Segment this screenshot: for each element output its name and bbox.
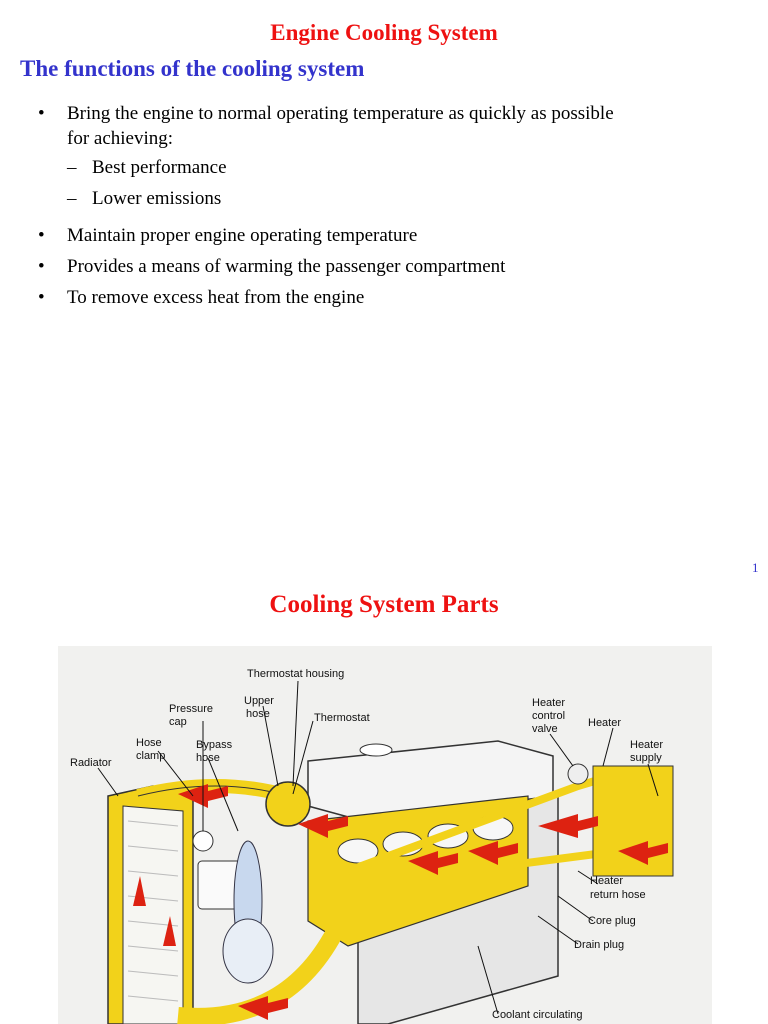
bullet-list: • Bring the engine to normal operating t…	[38, 101, 738, 316]
label-heater-supply: Heater	[630, 739, 663, 751]
bullet-dot: •	[38, 103, 45, 124]
label-pressure-cap-2: cap	[169, 716, 187, 728]
thermostat-housing	[265, 781, 311, 827]
sub-bullet-item: – Best performance	[67, 155, 614, 180]
label-thermostat-housing: Thermostat housing	[247, 668, 344, 680]
fan	[222, 840, 274, 984]
bullet-item: • To remove excess heat from the engine	[38, 285, 738, 310]
bullet-text: for achieving:	[67, 128, 174, 149]
oil-filler-cap	[359, 743, 393, 757]
bullet-item: • Maintain proper engine operating tempe…	[38, 223, 738, 248]
label-heater-return-hose: Heater	[590, 875, 623, 887]
label-thermostat: Thermostat	[314, 712, 370, 724]
lower-hose	[177, 921, 347, 1024]
section-heading: The functions of the cooling system	[20, 56, 365, 81]
sub-bullet-text: Best performance	[92, 157, 227, 178]
pressure-cap	[192, 830, 214, 852]
label-heater-control-valve: Heater	[532, 697, 565, 709]
heater-control-valve	[567, 763, 589, 785]
label-drain-plug: Drain plug	[574, 939, 624, 951]
bullet-item: • Bring the engine to normal operating t…	[38, 101, 738, 217]
label-bypass-hose: Bypass	[196, 739, 233, 751]
dash: –	[67, 157, 77, 178]
heater-core	[592, 765, 674, 877]
label-heater-supply-2: supply	[630, 752, 662, 764]
label-heater-control-valve-2: control	[532, 710, 565, 722]
bullet-text: Maintain proper engine operating tempera…	[67, 225, 418, 246]
water-jacket	[307, 795, 529, 947]
bullet-dot: •	[38, 225, 45, 246]
bullet-dot: •	[38, 256, 45, 277]
sub-bullet-text: Lower emissions	[92, 188, 222, 209]
bullet-text: Provides a means of warming the passenge…	[67, 256, 506, 277]
bullet-text: To remove excess heat from the engine	[67, 287, 365, 308]
label-pressure-cap: Pressure	[169, 703, 213, 715]
label-core-plug: Core plug	[588, 915, 636, 927]
sub-bullet-list: – Best performance – Lower emissions	[67, 155, 614, 211]
radiator-core	[122, 805, 184, 1024]
bullet-dot: •	[38, 287, 45, 308]
label-radiator: Radiator	[70, 757, 112, 769]
page-number: 1	[752, 560, 759, 575]
cooling-system-diagram: Thermostat housing Upper hose Pressure c…	[58, 646, 712, 1024]
label-upper-hose: Upper	[244, 695, 274, 707]
label-heater-control-valve-3: valve	[532, 723, 558, 735]
page-title: Engine Cooling System	[270, 20, 498, 45]
label-upper-hose-2: hose	[246, 708, 270, 720]
label-hose-clamp: Hose	[136, 737, 162, 749]
label-hose-clamp-2: clamp	[136, 750, 165, 762]
label-coolant-circulating: Coolant circulating	[492, 1009, 583, 1021]
coolant-flow-arrows	[133, 784, 668, 1020]
slide-title: Cooling System Parts	[269, 591, 499, 618]
bullet-item: • Provides a means of warming the passen…	[38, 254, 738, 279]
label-heater: Heater	[588, 717, 621, 729]
dash: –	[67, 188, 77, 209]
cooling-system-illustration: Thermostat housing Upper hose Pressure c…	[70, 668, 674, 1024]
bullet-text: Bring the engine to normal operating tem…	[67, 103, 614, 124]
sub-bullet-item: – Lower emissions	[67, 186, 614, 211]
label-bypass-hose-2: hose	[196, 752, 220, 764]
leader-lines	[97, 680, 659, 1015]
label-heater-return-hose-2: return hose	[590, 889, 646, 901]
